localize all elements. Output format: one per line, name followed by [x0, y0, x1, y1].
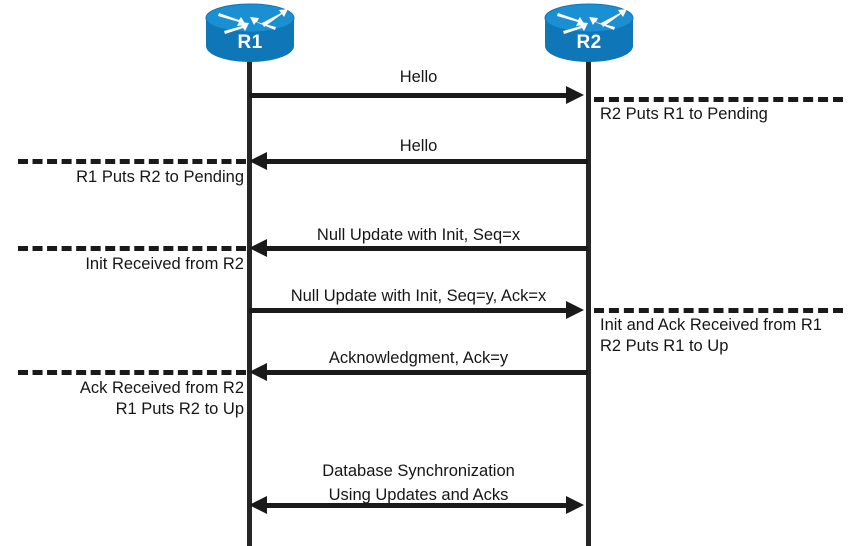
message-line-database-sync	[266, 503, 570, 508]
state-divider-init-ack-received	[594, 308, 843, 313]
message-label-acknowledgment-ack-y: Acknowledgment, Ack=y	[328, 349, 509, 367]
state-divider-ack-received	[18, 370, 246, 375]
message-label-database-sync: Database Synchronization Using Updates a…	[249, 459, 588, 507]
arrowhead-right-null-update-init-y-ack-x	[566, 301, 584, 319]
state-note-line: R2 Puts R1 to Pending	[600, 105, 768, 123]
router-node-r2[interactable]: R2	[543, 2, 635, 64]
lifeline-r2	[586, 52, 591, 546]
router-icon	[544, 3, 634, 62]
state-note-line: R2 Puts R1 to Up	[600, 337, 729, 355]
message-label-null-update-init-y-ack-x: Null Update with Init, Seq=y, Ack=x	[290, 287, 547, 305]
state-divider-r1-pending	[18, 159, 246, 164]
message-label-line: Database Synchronization	[322, 462, 515, 480]
arrowhead-left-database-sync	[249, 496, 267, 514]
state-note-init-received: Init Received from R2	[0, 254, 244, 275]
state-note-line: R1 Puts R2 to Up	[115, 400, 244, 418]
message-line-hello-1	[249, 93, 570, 98]
message-label-line: Using Updates and Acks	[328, 486, 509, 504]
router-node-r1[interactable]: R1	[204, 2, 296, 64]
state-note-ack-received: Ack Received from R2 R1 Puts R2 to Up	[0, 378, 244, 420]
lifeline-r1	[247, 52, 252, 546]
arrowhead-left-hello-2	[249, 152, 267, 170]
state-note-line: Ack Received from R2	[79, 379, 244, 397]
state-note-line: Init and Ack Received from R1	[600, 316, 822, 334]
state-divider-r2-pending	[594, 97, 843, 102]
message-line-acknowledgment-ack-y	[266, 370, 588, 375]
arrowhead-left-null-update-init-x	[249, 239, 267, 257]
state-note-r1-pending: R1 Puts R2 to Pending	[0, 167, 244, 188]
router-icon	[205, 3, 295, 62]
message-line-hello-2	[266, 159, 588, 164]
message-line-null-update-init-x	[266, 246, 588, 251]
state-note-line: R1 Puts R2 to Pending	[76, 168, 244, 186]
arrowhead-right-database-sync	[566, 496, 584, 514]
message-label-hello-2: Hello	[399, 137, 438, 155]
state-note-r2-pending: R2 Puts R1 to Pending	[600, 104, 861, 125]
message-line-null-update-init-y-ack-x	[249, 308, 570, 313]
arrowhead-left-acknowledgment-ack-y	[249, 363, 267, 381]
state-divider-init-received	[18, 246, 246, 251]
message-label-hello-1: Hello	[399, 68, 438, 86]
message-label-null-update-init-x: Null Update with Init, Seq=x	[316, 226, 521, 244]
state-note-line: Init Received from R2	[85, 255, 244, 273]
state-note-init-ack-received: Init and Ack Received from R1 R2 Puts R1…	[600, 315, 861, 357]
arrowhead-right-hello-1	[566, 86, 584, 104]
